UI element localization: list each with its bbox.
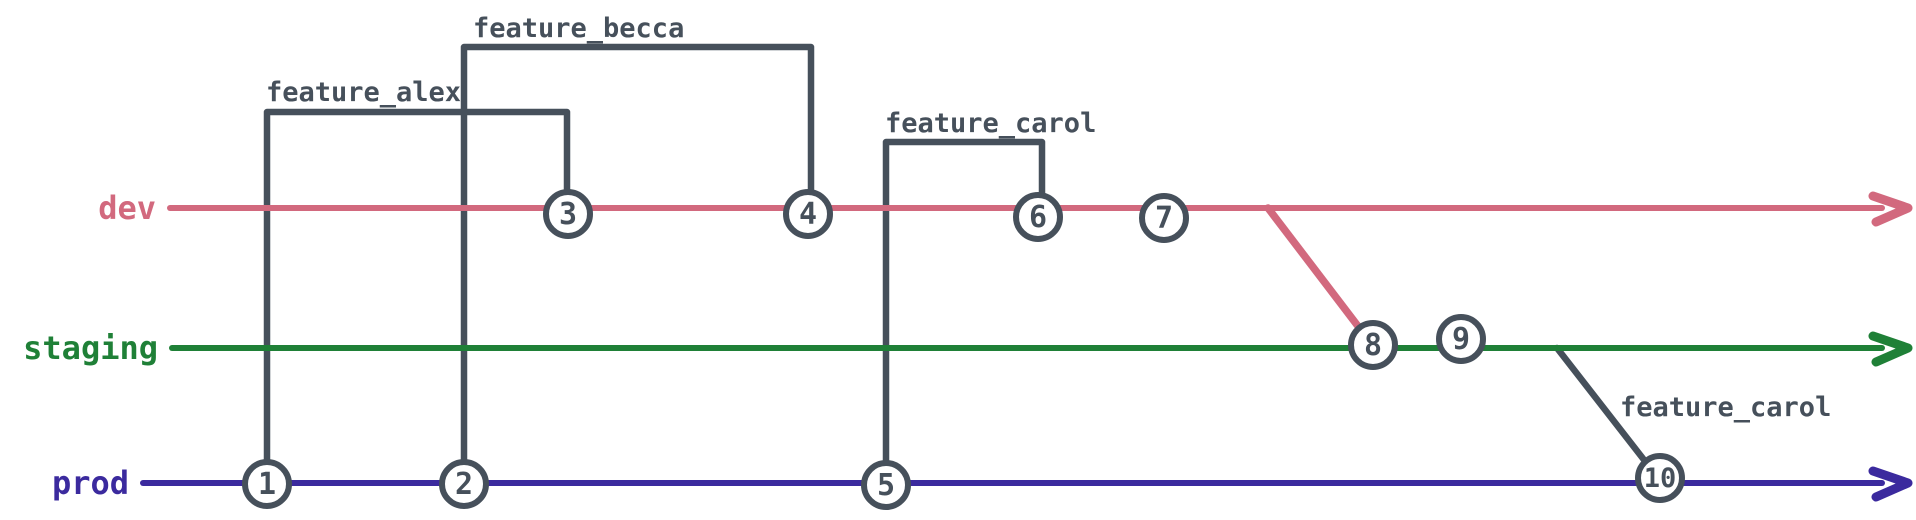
commit-label-8: 8 — [1364, 328, 1382, 363]
commit-circle-7[interactable] — [1139, 193, 1189, 243]
dev-branch-label: dev — [98, 189, 156, 227]
commit-circle-8[interactable] — [1348, 320, 1398, 370]
feature-alex-label: feature_alex — [266, 77, 461, 108]
commit-label-10: 10 — [1644, 463, 1677, 494]
commit-label-9: 9 — [1452, 322, 1470, 357]
feature-becca-label: feature_becca — [473, 13, 684, 44]
lanes-layer: dev staging prod — [23, 189, 1913, 502]
commit-node-2[interactable]: 2 — [439, 459, 489, 509]
commit-label-7: 7 — [1155, 201, 1173, 236]
commit-label-2: 2 — [455, 467, 473, 502]
feature-carol-branch-path — [882, 138, 1046, 487]
commit-node-3[interactable]: 3 — [543, 189, 593, 239]
commit-node-1[interactable]: 1 — [242, 459, 292, 509]
feature-becca-branch-path — [460, 43, 815, 487]
commit-node-6[interactable]: 6 — [1013, 192, 1063, 242]
prod-arrow-icon — [1868, 466, 1913, 502]
staging-branch-label: staging — [23, 329, 158, 367]
commit-label-5: 5 — [877, 468, 895, 503]
commits-layer: 1 2 3 4 5 6 7 8 9 10 — [242, 189, 1685, 510]
staging-arrow-icon — [1868, 331, 1913, 367]
feature-carol-2-branch-path — [1553, 344, 1659, 478]
commit-node-8[interactable]: 8 — [1348, 320, 1398, 370]
commit-label-3: 3 — [559, 197, 577, 232]
feature-carol-label: feature_carol — [885, 108, 1096, 139]
commit-node-4[interactable]: 4 — [783, 189, 833, 239]
prod-branch-label: prod — [52, 464, 129, 502]
commit-label-6: 6 — [1029, 200, 1047, 235]
feature-carol-2-label: feature_carol — [1620, 392, 1831, 423]
commit-circle-2[interactable] — [439, 459, 489, 509]
commit-circle-3[interactable] — [543, 189, 593, 239]
commit-circle-1[interactable] — [242, 459, 292, 509]
commit-circle-10[interactable] — [1635, 453, 1685, 503]
commit-circle-9[interactable] — [1436, 314, 1486, 364]
commit-circle-5[interactable] — [861, 460, 911, 510]
commit-circle-4[interactable] — [783, 189, 833, 239]
commit-node-5[interactable]: 5 — [861, 460, 911, 510]
dev-to-staging-merge-line — [1264, 204, 1371, 342]
commit-node-9[interactable]: 9 — [1436, 314, 1486, 364]
commit-label-4: 4 — [799, 197, 817, 232]
commit-label-1: 1 — [258, 467, 276, 502]
dev-arrow-icon — [1868, 191, 1913, 227]
commit-node-7[interactable]: 7 — [1139, 193, 1189, 243]
feature-branches-layer: feature_alexfeature_beccafeature_carolfe… — [263, 13, 1831, 487]
feature-alex-branch-path — [263, 108, 571, 487]
merge-layer — [1264, 204, 1371, 342]
commit-node-10[interactable]: 10 — [1635, 453, 1685, 503]
commit-circle-6[interactable] — [1013, 192, 1063, 242]
